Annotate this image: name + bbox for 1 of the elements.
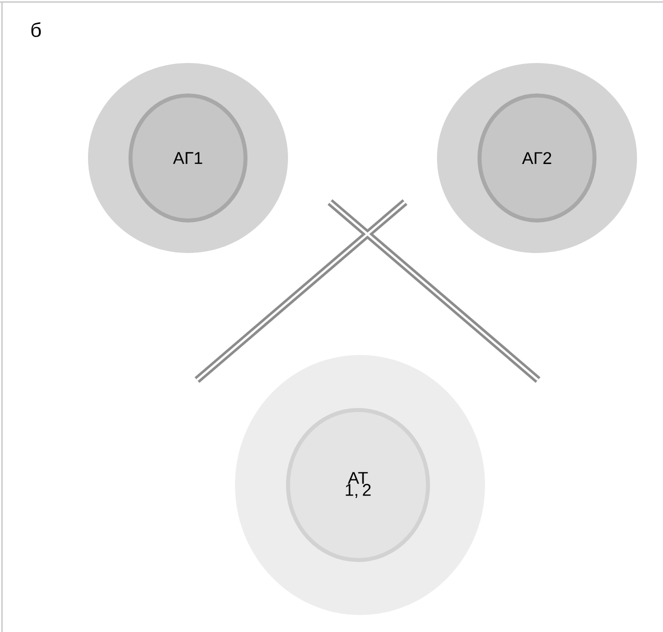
panel-letter: б [31, 22, 41, 38]
